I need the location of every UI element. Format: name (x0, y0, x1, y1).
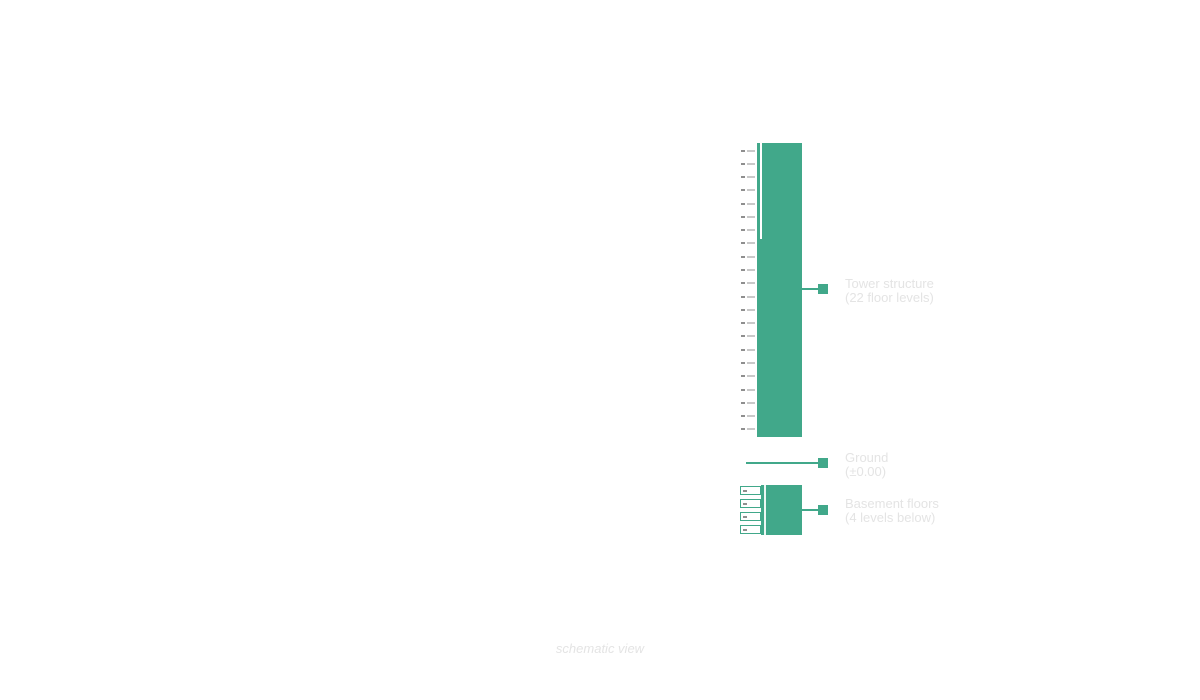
basement-row (740, 525, 761, 534)
floor-row (740, 158, 757, 169)
floor-tick-icon (741, 335, 745, 338)
floor-tick-icon (741, 401, 745, 404)
floor-tick-icon (741, 176, 745, 179)
basement-inner-divider (764, 485, 766, 535)
floor-tick-icon (741, 362, 745, 364)
basement-label: Basement floors (4 levels below) (845, 497, 939, 525)
floor-tick-icon (741, 242, 745, 245)
floor-label-mark (747, 189, 755, 192)
floor-row (740, 424, 757, 435)
floor-label-mark (747, 401, 755, 404)
footer-caption-text: schematic view (555, 641, 645, 656)
basement-tick-icon (743, 528, 747, 531)
floor-list (740, 143, 757, 437)
floor-label-mark (747, 388, 755, 391)
tower-stack-block (740, 143, 802, 437)
floor-label-mark (747, 229, 755, 232)
floor-label-mark (747, 415, 755, 418)
floor-row (740, 225, 757, 236)
floor-label-mark (747, 202, 755, 205)
floor-tick-icon (741, 282, 745, 285)
floor-tick-icon (741, 322, 745, 325)
floor-label-mark (747, 375, 755, 378)
floor-tick-icon (741, 255, 745, 258)
floor-tick-icon (741, 229, 745, 232)
floor-label-mark (747, 295, 755, 298)
floor-tick-icon (741, 162, 745, 165)
floor-row (740, 145, 757, 156)
basement-marker (818, 505, 828, 515)
tower-label-line1: Tower structure (845, 276, 934, 291)
ground-marker (818, 458, 828, 468)
floor-label-mark (747, 242, 755, 245)
basement-row-list (740, 486, 761, 534)
floor-row (740, 358, 757, 369)
tower-label: Tower structure (22 floor levels) (845, 277, 934, 305)
floor-tick-icon (741, 348, 745, 351)
floor-row (740, 198, 757, 209)
floor-tick-icon (741, 308, 745, 311)
tower-slab (757, 143, 802, 437)
ground-label-line2: (±0.00) (845, 464, 887, 479)
floor-row (740, 411, 757, 422)
floor-tick-icon (741, 388, 745, 391)
floor-label-mark (747, 255, 755, 258)
floor-row (740, 397, 757, 408)
floor-tick-icon (741, 202, 745, 205)
floor-tick-icon (741, 189, 745, 192)
floor-row (740, 331, 757, 342)
basement-leader-line (802, 509, 818, 511)
floor-label-mark (747, 282, 755, 285)
tower-leader-line (802, 288, 818, 290)
floor-tick-icon (741, 375, 745, 378)
tower-label-line2: (22 floor levels) (845, 290, 934, 305)
floor-label-mark (747, 269, 755, 272)
footer-caption: schematic view (0, 641, 1200, 656)
floor-label-mark (747, 428, 755, 431)
floor-row (740, 371, 757, 382)
basement-row (740, 499, 761, 508)
tower-marker (818, 284, 828, 294)
floor-tick-icon (741, 428, 745, 431)
floor-tick-icon (741, 149, 745, 152)
floor-label-mark (747, 322, 755, 325)
basement-label-line1: Basement floors (845, 496, 939, 511)
ground-label-line1: Ground (845, 450, 889, 465)
basement-slab (761, 485, 802, 535)
floor-row (740, 185, 757, 196)
floor-label-mark (747, 362, 755, 364)
floor-row (740, 318, 757, 329)
floor-row (740, 384, 757, 395)
basement-block (740, 485, 802, 535)
basement-label-line2: (4 levels below) (845, 510, 936, 525)
floor-row (740, 344, 757, 355)
floor-label-mark (747, 348, 755, 351)
floor-label-mark (747, 335, 755, 338)
floor-tick-icon (741, 295, 745, 298)
floor-label-mark (747, 215, 755, 218)
floor-label-mark (747, 308, 755, 311)
ground-label: Ground (±0.00) (845, 451, 888, 479)
floor-tick-icon (741, 415, 745, 418)
floor-tick-icon (741, 215, 745, 218)
basement-row (740, 512, 761, 521)
basement-row (740, 486, 761, 495)
basement-tick-icon (743, 489, 747, 492)
floor-row (740, 251, 757, 262)
floor-tick-icon (741, 269, 745, 272)
floor-label-mark (747, 176, 755, 179)
floor-label-mark (747, 149, 755, 152)
floor-row (740, 291, 757, 302)
basement-tick-icon (743, 515, 747, 518)
floor-label-mark (747, 162, 755, 165)
tower-inner-divider (760, 143, 762, 239)
floor-row (740, 278, 757, 289)
floor-row (740, 172, 757, 183)
floor-row (740, 304, 757, 315)
floor-row (740, 238, 757, 249)
floor-row (740, 211, 757, 222)
floor-row (740, 265, 757, 276)
basement-tick-icon (743, 502, 747, 505)
ground-line (746, 462, 818, 464)
